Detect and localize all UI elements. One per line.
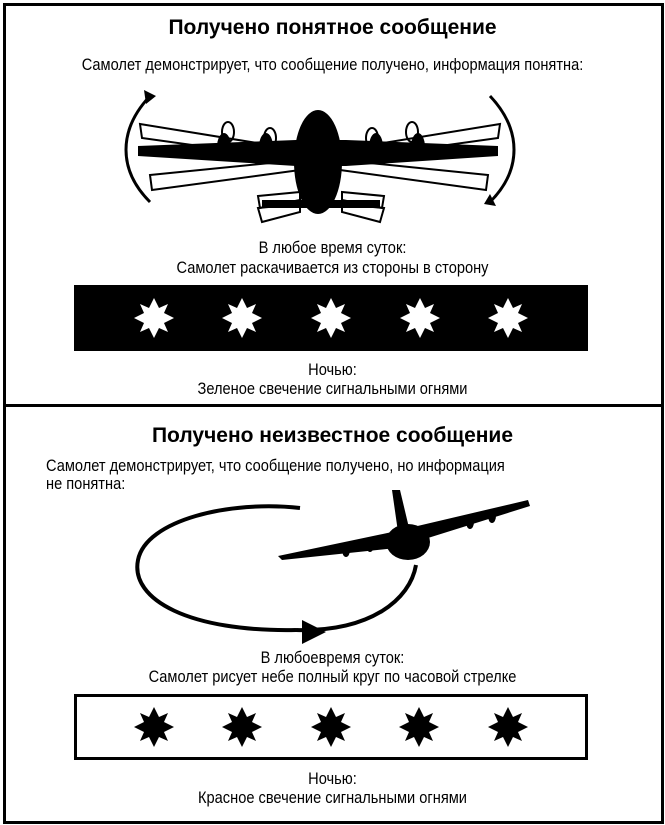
section-unknown-day-action: Самолет рисует небе полный круг по часов… <box>148 667 517 686</box>
section-unknown-night-action: Красное свечение сигнальными огнями <box>198 788 467 807</box>
green-light-icon <box>311 298 351 338</box>
green-signal-bar <box>74 285 588 351</box>
rocking-airplane-illustration <box>124 90 516 224</box>
green-light-icon <box>222 298 262 338</box>
red-signal-bar <box>74 694 588 760</box>
green-light-icon <box>134 298 174 338</box>
red-light-icon <box>488 707 528 747</box>
section-unknown-title: Получено неизвестное сообщение <box>151 424 514 447</box>
section-unknown-intro-line1: Самолет демонстрирует, что сообщение пол… <box>46 456 505 475</box>
section-unknown-intro-line2: не понятна: <box>46 474 126 493</box>
section-ok-title: Получено понятное сообщение <box>168 16 497 39</box>
red-light-icon <box>134 707 174 747</box>
diagram-frame <box>3 3 664 824</box>
section-ok-night-label: Ночью: <box>308 360 357 379</box>
section-unknown-night-label: Ночью: <box>308 769 357 788</box>
red-light-icon <box>311 707 351 747</box>
red-light-icon <box>222 707 262 747</box>
section-divider <box>3 404 664 407</box>
section-unknown-day-label: В любоевремя суток: <box>260 648 405 667</box>
green-light-icon <box>400 298 440 338</box>
section-ok-day-action: Самолет раскачивается из стороны в сторо… <box>176 258 489 277</box>
green-light-icon <box>488 298 528 338</box>
section-ok-day-label: В любое время суток: <box>258 238 407 257</box>
section-ok-intro: Самолет демонстрирует, что сообщение пол… <box>81 55 584 74</box>
section-ok-night-action: Зеленое свечение сигнальными огнями <box>197 379 468 398</box>
circling-airplane-illustration <box>135 490 530 644</box>
red-light-icon <box>399 707 439 747</box>
